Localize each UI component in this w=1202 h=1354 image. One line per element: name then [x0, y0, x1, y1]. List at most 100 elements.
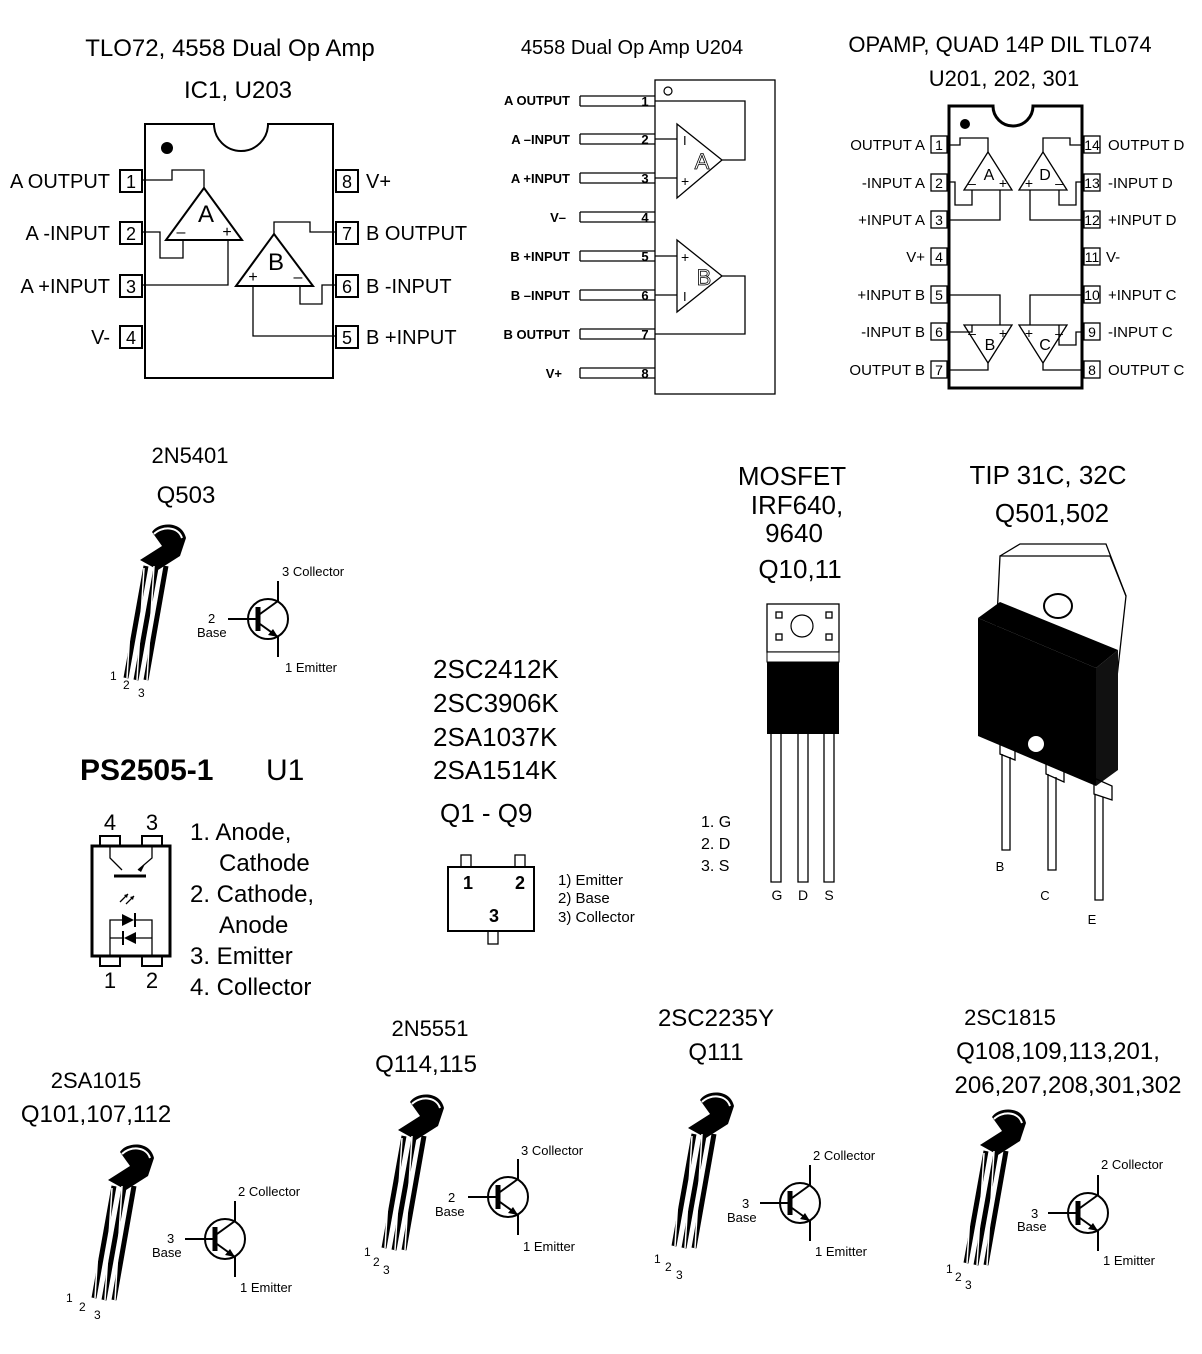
sot23-legend-collector: 3) Collector	[558, 909, 635, 926]
q114-leg-1: 1	[364, 1245, 371, 1259]
q503-emitter-label: 1 Emitter	[285, 660, 338, 675]
q114-ref: Q114,115	[375, 1051, 477, 1078]
ps2505-legend-1: 1. Anode,	[190, 819, 291, 846]
u204-label-a-output: A OUTPUT	[504, 93, 570, 108]
tl074-label-output-a: OUTPUT A	[850, 137, 925, 154]
tl074-pin-6: 6	[935, 324, 943, 340]
q111-part: 2SC2235Y	[658, 1005, 774, 1032]
tl072-pin-2: 2	[126, 224, 136, 244]
tl074-pin-8: 8	[1088, 362, 1096, 378]
q503-leg-1: 1	[110, 669, 117, 683]
u204-opamp-b	[676, 238, 724, 314]
u204-opamp-b-label: B	[697, 265, 712, 290]
q503-leg-3: 3	[138, 686, 145, 700]
q114-bjt-symbol	[468, 1159, 528, 1235]
tl072-label-vplus: V+	[366, 171, 391, 193]
tl072-label-b-minus: B -INPUT	[366, 276, 452, 298]
q111-collector-label: 2 Collector	[813, 1148, 876, 1163]
tl074-pin-9: 9	[1088, 324, 1096, 340]
q114-collector-label: 3 Collector	[521, 1143, 584, 1158]
ps2505-optocoupler: PS2505-1 U1 4 3 1 2 1. Anode, Cathode 2.…	[80, 754, 314, 1001]
q111-leg-3: 3	[676, 1268, 683, 1282]
q101-ref: Q101,107,112	[21, 1101, 171, 1128]
q108-base-label: Base	[1017, 1219, 1047, 1234]
q108-leg-1: 1	[946, 1262, 953, 1276]
q108-ref-1: Q108,109,113,201,	[956, 1038, 1160, 1065]
tip-ref: Q501,502	[995, 498, 1109, 528]
q108-ref-2: 206,207,208,301,302	[955, 1072, 1182, 1099]
tl074-label-plus-a: +INPUT A	[858, 212, 925, 229]
sot23-pin-3: 3	[489, 906, 499, 926]
tip-leg-b: B	[996, 859, 1005, 874]
u204-label-vminus: V–	[550, 210, 566, 225]
tl074-pin-3: 3	[935, 212, 943, 228]
tl074-label-vplus: V+	[906, 249, 925, 266]
tl074-opamp-a	[962, 150, 1014, 191]
q101-part: 2SA1015	[51, 1068, 142, 1093]
pin1-dot	[161, 142, 173, 154]
u204-pin-4: 4	[641, 210, 649, 225]
q101-leg-2: 2	[79, 1300, 86, 1314]
mosfet-body	[767, 652, 839, 734]
ps2505-pin-3: 3	[146, 810, 158, 835]
mosfet-leg-d: D	[798, 887, 808, 903]
opamp-a-triangle	[164, 186, 244, 241]
tl074-pin-5: 5	[935, 287, 943, 303]
q114-base-label: Base	[435, 1204, 465, 1219]
q114-leg-3: 3	[383, 1263, 390, 1277]
tl074-opamp-d	[1017, 150, 1069, 191]
tl074-pin-14: 14	[1084, 137, 1100, 153]
tl074-package	[947, 104, 1084, 390]
mosfet-to220: MOSFET IRF640, 9640 Q10,11 G D S 1. G 2.…	[701, 461, 846, 903]
tl074-b-minus: –	[968, 325, 976, 341]
tl072-pin-5: 5	[342, 328, 352, 348]
tl074-label-vminus: V-	[1106, 249, 1120, 266]
q108-leg-3: 3	[965, 1278, 972, 1292]
mosfet-legend-d: 2. D	[701, 836, 730, 853]
q111-to92-package	[674, 1092, 734, 1248]
u204-pin-3: 3	[641, 171, 648, 186]
mosfet-line-2: IRF640,	[751, 490, 844, 520]
tl072-pin-4: 4	[126, 328, 136, 348]
u204-pin-1: 1	[641, 94, 648, 109]
u204-pin-5: 5	[641, 249, 648, 264]
tl074-label-minus-c: -INPUT C	[1108, 324, 1173, 341]
tl072-pinout: TLO72, 4558 Dual Op Amp IC1, U203 1 2 3 …	[10, 35, 467, 379]
sot23-legend-base: 2) Base	[558, 890, 610, 907]
tl074-pin-10: 10	[1084, 287, 1100, 303]
tl074-a-minus: –	[968, 175, 976, 191]
q503-base-label: Base	[197, 625, 227, 640]
mosfet-line-1: MOSFET	[738, 461, 846, 491]
u204-label-b-output: B OUTPUT	[504, 327, 571, 342]
tl074-label-output-d: OUTPUT D	[1108, 137, 1185, 154]
tl072-label-a-plus: A +INPUT	[21, 276, 110, 298]
q101-bjt-symbol	[185, 1201, 245, 1277]
tl072-label-b-output: B OUTPUT	[366, 223, 467, 245]
mosfet-legend-g: 1. G	[701, 814, 731, 831]
q108-collector-label: 2 Collector	[1101, 1157, 1164, 1172]
ps2505-pin-2: 2	[146, 968, 158, 993]
ps2505-part: PS2505-1	[80, 754, 213, 787]
u204-package	[654, 79, 776, 395]
ps2505-ref: U1	[266, 754, 304, 787]
sot23-pin-1: 1	[463, 873, 473, 893]
tl072-pin-1: 1	[126, 172, 136, 192]
q1-q9-sot23: 2SC2412K 2SC3906K 2SA1037K 2SA1514K Q1 -…	[433, 654, 635, 945]
u204-pin-2: 2	[641, 132, 648, 147]
tip-leg-c: C	[1040, 888, 1049, 903]
tl074-pinout: OPAMP, QUAD 14P DIL TL074 U201, 202, 301…	[848, 32, 1185, 390]
q503-ref: Q503	[157, 482, 216, 509]
tl072-refs: IC1, U203	[184, 77, 292, 104]
tl074-c-plus: +	[1025, 325, 1033, 341]
q111-leg-2: 2	[665, 1260, 672, 1274]
q108-part: 2SC1815	[964, 1005, 1056, 1030]
q114-part: 2N5551	[391, 1016, 468, 1041]
u204-label-a-plus: A +INPUT	[511, 171, 570, 186]
opamp-a-plus: +	[222, 224, 231, 241]
tl074-b-plus: +	[999, 325, 1007, 341]
q101-base-num: 3	[167, 1231, 174, 1246]
opamp-b-plus: +	[248, 269, 257, 286]
q108-to92-package	[966, 1109, 1026, 1265]
u204-pin-8: 8	[641, 366, 648, 381]
